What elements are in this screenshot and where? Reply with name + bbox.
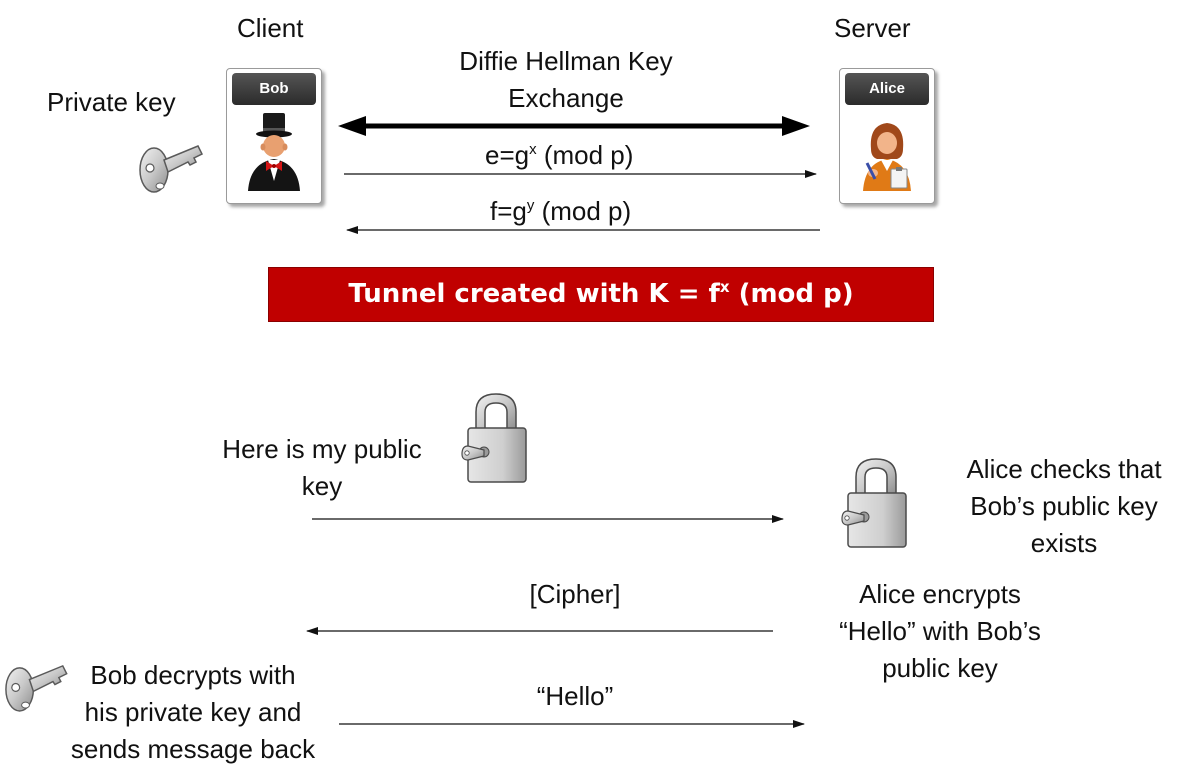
f-equation-base: f=g bbox=[490, 196, 527, 226]
hello-label: “Hello” bbox=[536, 681, 614, 711]
alice-card: Alice bbox=[839, 68, 935, 204]
bob-card: Bob bbox=[226, 68, 322, 204]
private-key-label: Private key bbox=[47, 87, 176, 117]
private-key-icon bbox=[139, 145, 203, 193]
bob-decrypts-line-3: sends message back bbox=[70, 734, 316, 764]
f-equation-mod: (mod p) bbox=[534, 196, 632, 226]
bob-name-tag: Bob bbox=[232, 73, 316, 105]
bob-private-key-icon bbox=[5, 665, 68, 712]
e-equation-exponent: x bbox=[529, 141, 537, 158]
alice-encrypts-line-1: Alice encrypts bbox=[859, 579, 1021, 609]
alice-encrypts-line-3: public key bbox=[882, 653, 998, 683]
bob-decrypts-line-1: Bob decrypts with bbox=[90, 660, 296, 690]
alice-encrypts-line-2: “Hello” with Bob’s bbox=[839, 616, 1041, 646]
bob-decrypts-text: Bob decrypts with his private key and se… bbox=[58, 657, 328, 768]
alice-checks-line-3: exists bbox=[1030, 528, 1098, 558]
e-equation: e=gx (mod p) bbox=[485, 137, 633, 174]
f-equation-exponent: y bbox=[526, 197, 535, 214]
alice-padlock-icon bbox=[841, 458, 907, 548]
dh-exchange-arrow bbox=[338, 116, 810, 136]
alice-checks-line-2: Bob’s public key bbox=[970, 491, 1158, 521]
public-key-text: Here is my public key bbox=[196, 431, 448, 505]
top-hat-man-icon bbox=[248, 113, 300, 191]
alice-name-tag: Alice bbox=[845, 73, 929, 105]
bob-decrypts-line-2: his private key and bbox=[84, 697, 302, 727]
tunnel-text-exponent: x bbox=[719, 278, 730, 296]
f-equation: f=gy (mod p) bbox=[490, 193, 631, 230]
padlock-icon bbox=[461, 393, 527, 483]
tunnel-text-prefix: Tunnel created with K = f bbox=[348, 279, 720, 309]
tunnel-text-suffix: (mod p) bbox=[729, 279, 854, 309]
alice-checks-text: Alice checks that Bob’s public key exist… bbox=[944, 451, 1184, 562]
alice-encrypts-text: Alice encrypts “Hello” with Bob’s public… bbox=[805, 576, 1075, 687]
public-key-text-line-1: Here is my public bbox=[222, 434, 422, 464]
alice-checks-line-1: Alice checks that bbox=[966, 454, 1162, 484]
dh-title: Diffie Hellman Key Exchange bbox=[420, 43, 712, 117]
dh-title-line-2: Exchange bbox=[508, 83, 624, 113]
e-equation-base: e=g bbox=[485, 140, 530, 170]
woman-with-clipboard-icon bbox=[863, 123, 911, 191]
cipher-label: [Cipher] bbox=[529, 579, 621, 609]
server-heading: Server bbox=[834, 13, 911, 43]
dh-title-line-1: Diffie Hellman Key bbox=[459, 46, 673, 76]
client-heading: Client bbox=[237, 13, 304, 43]
e-equation-mod: (mod p) bbox=[536, 140, 634, 170]
tunnel-banner: Tunnel created with K = fx (mod p) bbox=[268, 267, 934, 322]
public-key-text-line-2: key bbox=[301, 471, 343, 501]
